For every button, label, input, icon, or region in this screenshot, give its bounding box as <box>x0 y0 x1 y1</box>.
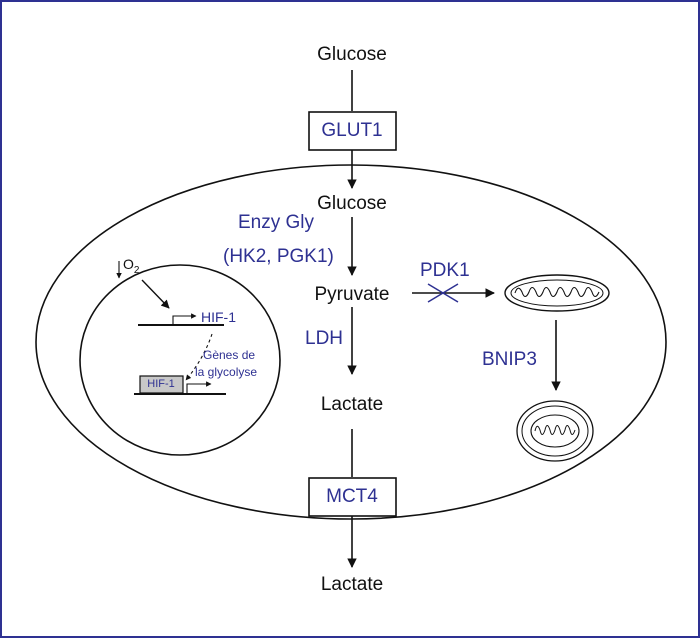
hif1-bound-box <box>139 375 184 394</box>
enzymes-label-line2: (HK2, PGK1) <box>223 246 334 267</box>
genes-label-line1: Gènes de <box>203 348 256 362</box>
arrow-o2-to-hif1 <box>141 279 170 309</box>
glucose-intracellular-label: Glucose <box>317 193 387 214</box>
promoter-arrow-upper <box>172 313 197 325</box>
nucleus-membrane <box>79 264 281 456</box>
genes-label-line2: la glycolyse <box>195 365 258 379</box>
hif1-label: HIF-1 <box>201 309 236 325</box>
mitochondrion-icon <box>504 274 610 312</box>
glut1-label: GLUT1 <box>321 120 383 141</box>
pdk1-label: PDK1 <box>420 260 470 281</box>
glucose-extracellular-label: Glucose <box>317 44 387 65</box>
lactate-extracellular-label: Lactate <box>320 574 384 595</box>
oxygen-label: O2 <box>123 257 139 276</box>
mct4-label: MCT4 <box>326 486 378 507</box>
hif1-bound-label: HIF-1 <box>147 378 175 390</box>
pyruvate-label: Pyruvate <box>314 284 390 305</box>
ldh-label: LDH <box>305 328 344 349</box>
promoter-arrow-lower <box>186 381 212 393</box>
cell-membrane <box>35 164 667 520</box>
arrow-hif1-to-genes <box>185 333 213 381</box>
bnip3-label: BNIP3 <box>482 349 537 370</box>
lactate-intracellular-label: Lactate <box>320 394 384 415</box>
oxygen-symbol: O <box>123 256 134 272</box>
enzymes-label-line1: Enzy Gly <box>238 212 315 233</box>
oxygen-subscript: 2 <box>133 264 140 276</box>
pdk1-block-cross <box>427 283 459 303</box>
autophagosome-mitochondrion-icon <box>516 400 594 462</box>
